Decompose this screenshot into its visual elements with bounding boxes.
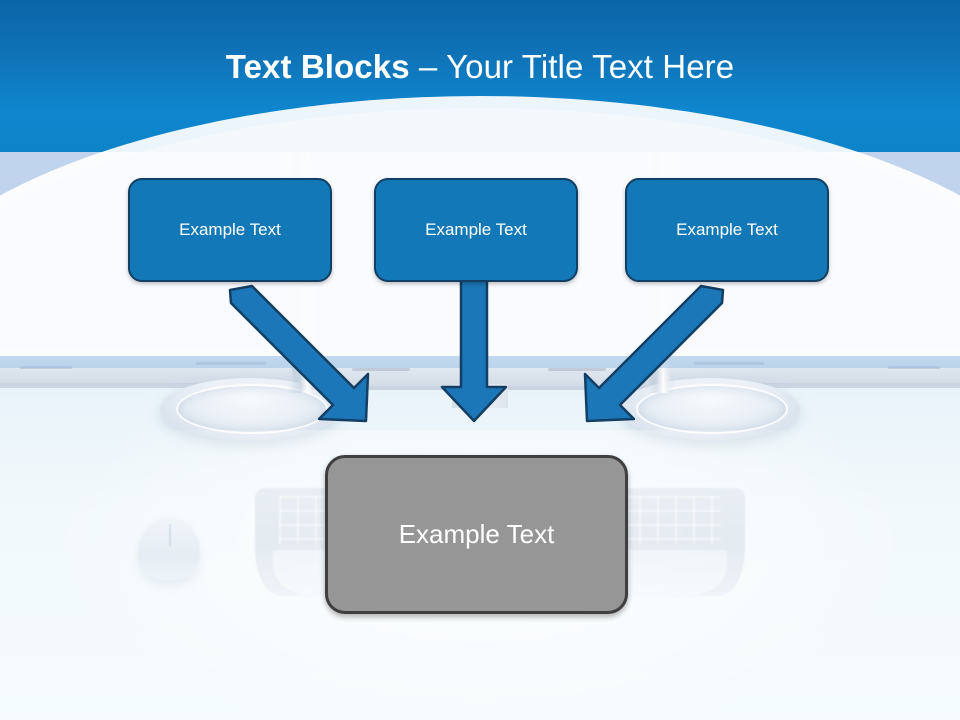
text-block-3-label: Example Text (676, 220, 778, 239)
summary-block-label: Example Text (398, 519, 555, 549)
text-block-1[interactable]: Example Text (128, 178, 332, 282)
text-block-2-label: Example Text (425, 220, 527, 239)
text-block-1-label: Example Text (179, 220, 281, 239)
mouse-icon (138, 518, 200, 580)
page-title: Text Blocks – Your Title Text Here (0, 48, 960, 86)
summary-block[interactable]: Example Text (325, 455, 628, 614)
page-title-light: Your Title Text Here (446, 48, 735, 85)
page-title-bold: Text Blocks (225, 48, 410, 85)
text-block-2[interactable]: Example Text (374, 178, 578, 282)
text-block-3[interactable]: Example Text (625, 178, 829, 282)
page-title-separator: – (409, 48, 447, 85)
